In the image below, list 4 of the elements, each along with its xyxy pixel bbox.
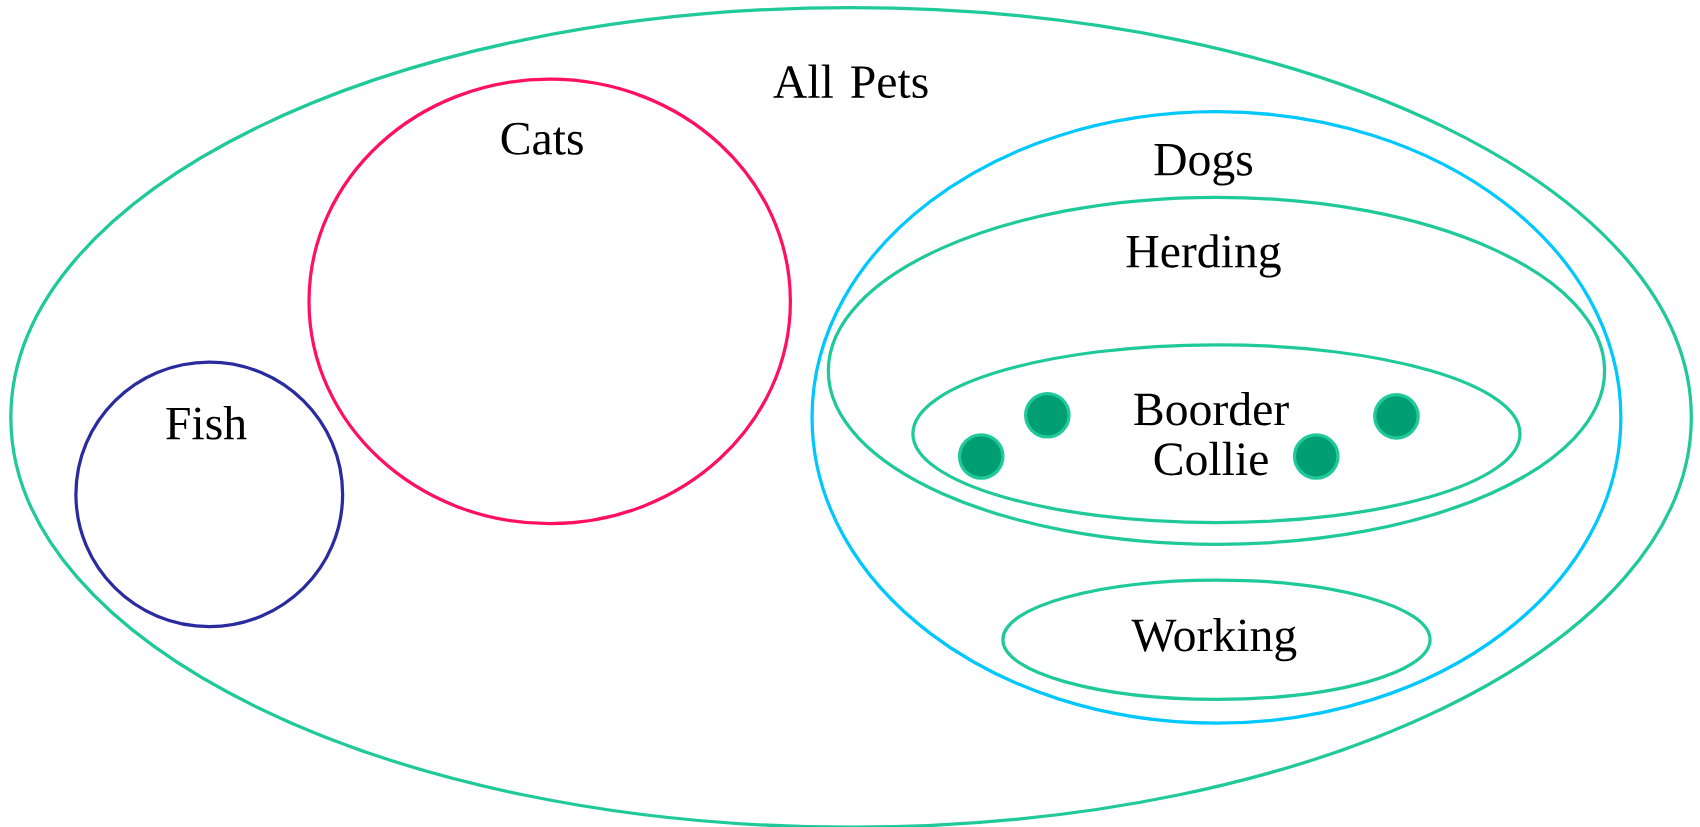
- dot: [1373, 392, 1420, 440]
- dot: [1292, 433, 1340, 480]
- dot: [957, 433, 1005, 480]
- dot: [1024, 391, 1071, 439]
